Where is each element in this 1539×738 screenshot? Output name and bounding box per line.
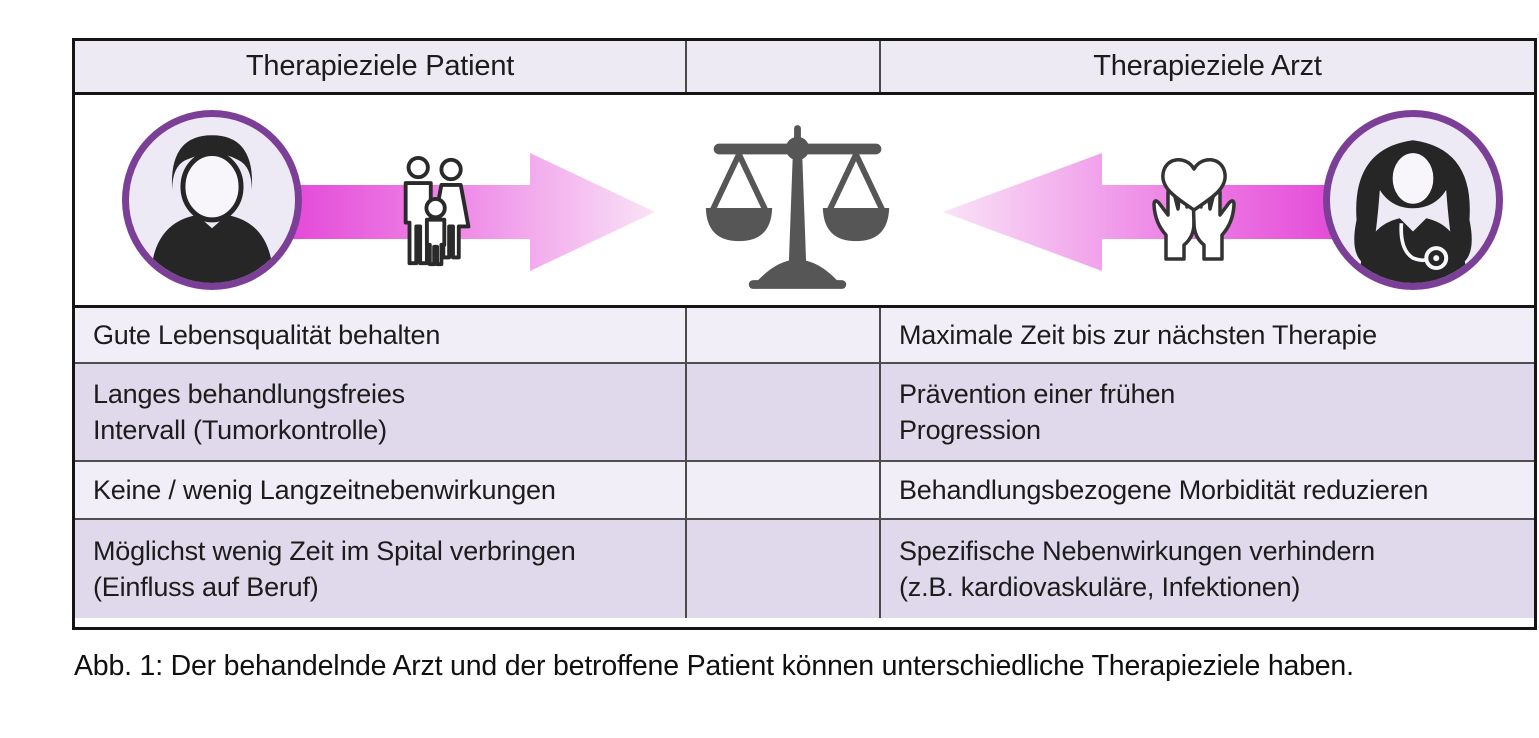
- cell-spacer-2: [687, 364, 881, 460]
- cell-arzt-4: Spezifische Nebenwirkungen verhindern (z…: [899, 535, 1375, 602]
- figure-caption: Abb. 1: Der behandelnde Arzt und der bet…: [74, 650, 1354, 682]
- cell-patient-3: Keine / wenig Langzeitnebenwirkungen: [75, 462, 687, 518]
- cell-spacer-4: [687, 520, 881, 618]
- table-header-row: Therapieziele Patient Therapieziele Arzt: [75, 41, 1534, 95]
- cell-spacer-3: [687, 462, 881, 518]
- therapy-goals-table: Therapieziele Patient Therapieziele Arzt: [72, 38, 1537, 630]
- table-row: Möglichst wenig Zeit im Spital verbringe…: [75, 520, 1534, 618]
- heart-in-hands-icon: [1152, 158, 1236, 261]
- illustration-row: [75, 95, 1534, 308]
- patient-avatar: [122, 110, 302, 290]
- cell-arzt-3: Behandlungsbezogene Morbidität reduziere…: [899, 474, 1429, 505]
- doctor-avatar: [1323, 110, 1503, 290]
- cell-patient-1: Gute Lebensqualität behalten: [75, 308, 687, 362]
- header-arzt: Therapieziele Arzt: [1093, 50, 1322, 82]
- balance-scale-icon: [705, 125, 890, 289]
- cell-spacer-1: [687, 308, 881, 362]
- cell-arzt-2: Prävention einer frühen Progression: [899, 378, 1176, 445]
- table-row: Gute Lebensqualität behalten Maximale Ze…: [75, 308, 1534, 364]
- cell-patient-2: Langes behandlungsfreies Intervall (Tumo…: [75, 364, 687, 460]
- table-row: Langes behandlungsfreies Intervall (Tumo…: [75, 364, 1534, 462]
- arrow-left-icon: [943, 153, 1345, 271]
- family-icon: [403, 155, 471, 267]
- cell-arzt-1: Maximale Zeit bis zur nächsten Therapie: [899, 319, 1377, 350]
- header-patient: Therapieziele Patient: [75, 41, 687, 92]
- table-row: Keine / wenig Langzeitnebenwirkungen Beh…: [75, 462, 1534, 520]
- patient-silhouette-icon: [150, 135, 274, 283]
- arrow-right-icon: [287, 153, 655, 271]
- cell-patient-4: Möglichst wenig Zeit im Spital verbringe…: [75, 520, 687, 618]
- doctor-silhouette-icon: [1354, 140, 1472, 283]
- header-spacer: [687, 41, 881, 92]
